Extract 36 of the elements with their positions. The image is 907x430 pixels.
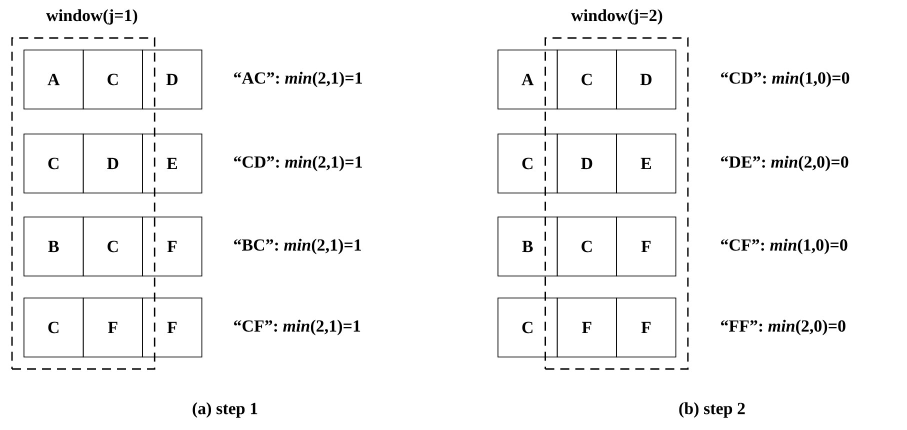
letter-cell: F [616, 298, 676, 358]
letter-cell: E [142, 134, 202, 194]
letter-cell: C [498, 134, 558, 194]
letter-cell: D [142, 50, 202, 110]
letter-cell: C [556, 216, 617, 276]
letter-cell: C [24, 134, 84, 194]
score-formula: “CD”: min(2,1)=1 [234, 156, 362, 172]
subfigure-caption: (a) step 1 [192, 402, 258, 418]
window-label: window(j=2) [571, 9, 662, 25]
letter-cell: A [24, 50, 84, 110]
score-formula: “CD”: min(1,0)=0 [721, 72, 850, 88]
score-formula: “DE”: min(2,0)=0 [721, 156, 848, 172]
letter-cell: A [498, 50, 558, 110]
letter-cell: E [616, 134, 676, 194]
letter-cell: F [616, 216, 676, 276]
window-label: window(j=1) [46, 9, 138, 25]
score-formula: “FF”: min(2,0)=0 [721, 320, 846, 336]
letter-cell: C [556, 50, 617, 110]
score-formula: “CF”: min(2,1)=1 [234, 320, 360, 336]
letter-cell: D [616, 50, 676, 110]
letter-cell: C [82, 50, 143, 110]
score-formula: “CF”: min(1,0)=0 [721, 238, 848, 254]
letter-cell: F [82, 298, 143, 358]
letter-cell: F [142, 298, 202, 358]
letter-cell: B [24, 216, 84, 276]
letter-cell: C [498, 298, 558, 358]
subfigure-caption: (b) step 2 [679, 402, 745, 418]
letter-cell: D [556, 134, 617, 194]
letter-cell: F [556, 298, 617, 358]
score-formula: “AC”: min(2,1)=1 [234, 72, 362, 88]
score-formula: “BC”: min(2,1)=1 [234, 238, 362, 254]
letter-cell: C [82, 216, 143, 276]
letter-cell: B [498, 216, 558, 276]
letter-cell: F [142, 216, 202, 276]
letter-cell: C [24, 298, 84, 358]
letter-cell: D [82, 134, 143, 194]
